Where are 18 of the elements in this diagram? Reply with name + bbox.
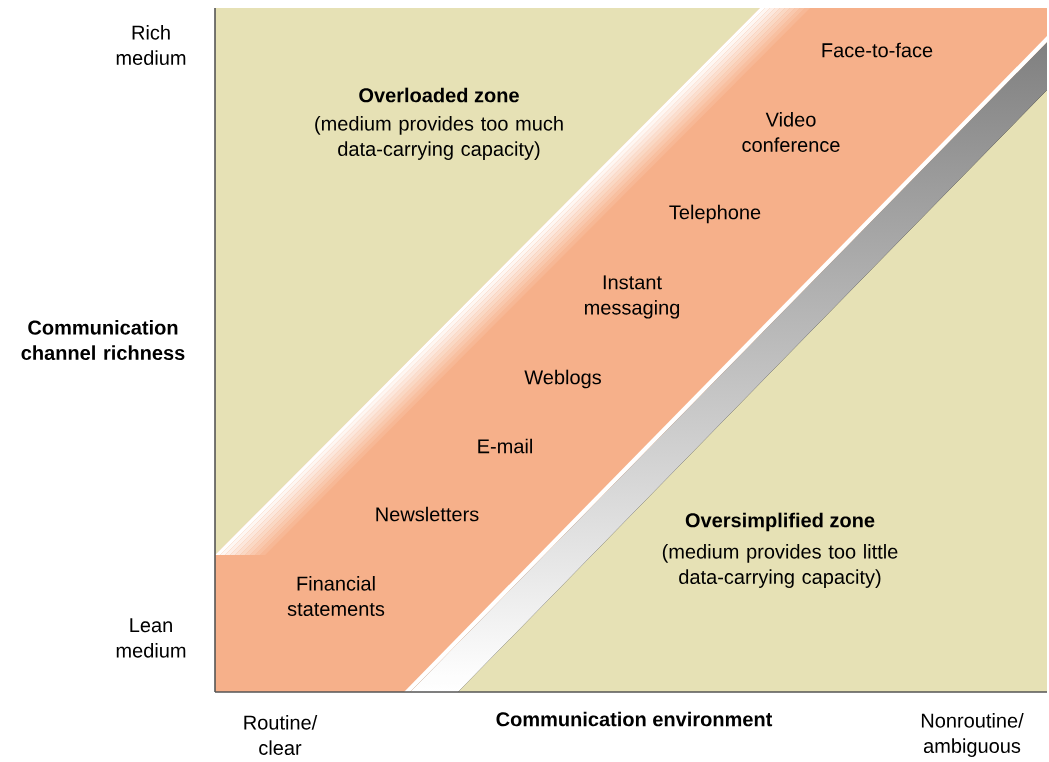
medium-label: Telephone	[669, 204, 761, 224]
zone-description: (medium provides too much data-carrying capacity)	[315, 116, 563, 160]
axis-end-label: Routine/ clear	[244, 715, 318, 755]
zone-heading: Overloaded zone	[359, 87, 519, 103]
medium-label: Face-to-face	[822, 42, 933, 58]
zone-description: (medium provides too little data-carrying capacity)	[662, 544, 898, 588]
axis-title: Communication environment	[496, 711, 773, 727]
axis-title: Communication channel richness	[21, 320, 185, 360]
medium-label: Weblogs	[524, 369, 601, 389]
medium-label: Financial statements	[287, 576, 385, 616]
zone-heading: Oversimplified zone	[685, 512, 875, 532]
medium-label: Video conference	[742, 112, 840, 152]
axis-end-label: Lean medium	[116, 618, 186, 658]
axis-end-label: Nonroutine/ ambiguous	[921, 713, 1024, 757]
medium-label: Instant messaging	[584, 275, 680, 319]
medium-label: E-mail	[478, 438, 532, 454]
medium-label: Newsletters	[376, 506, 479, 522]
axis-end-label: Rich medium	[116, 25, 186, 65]
